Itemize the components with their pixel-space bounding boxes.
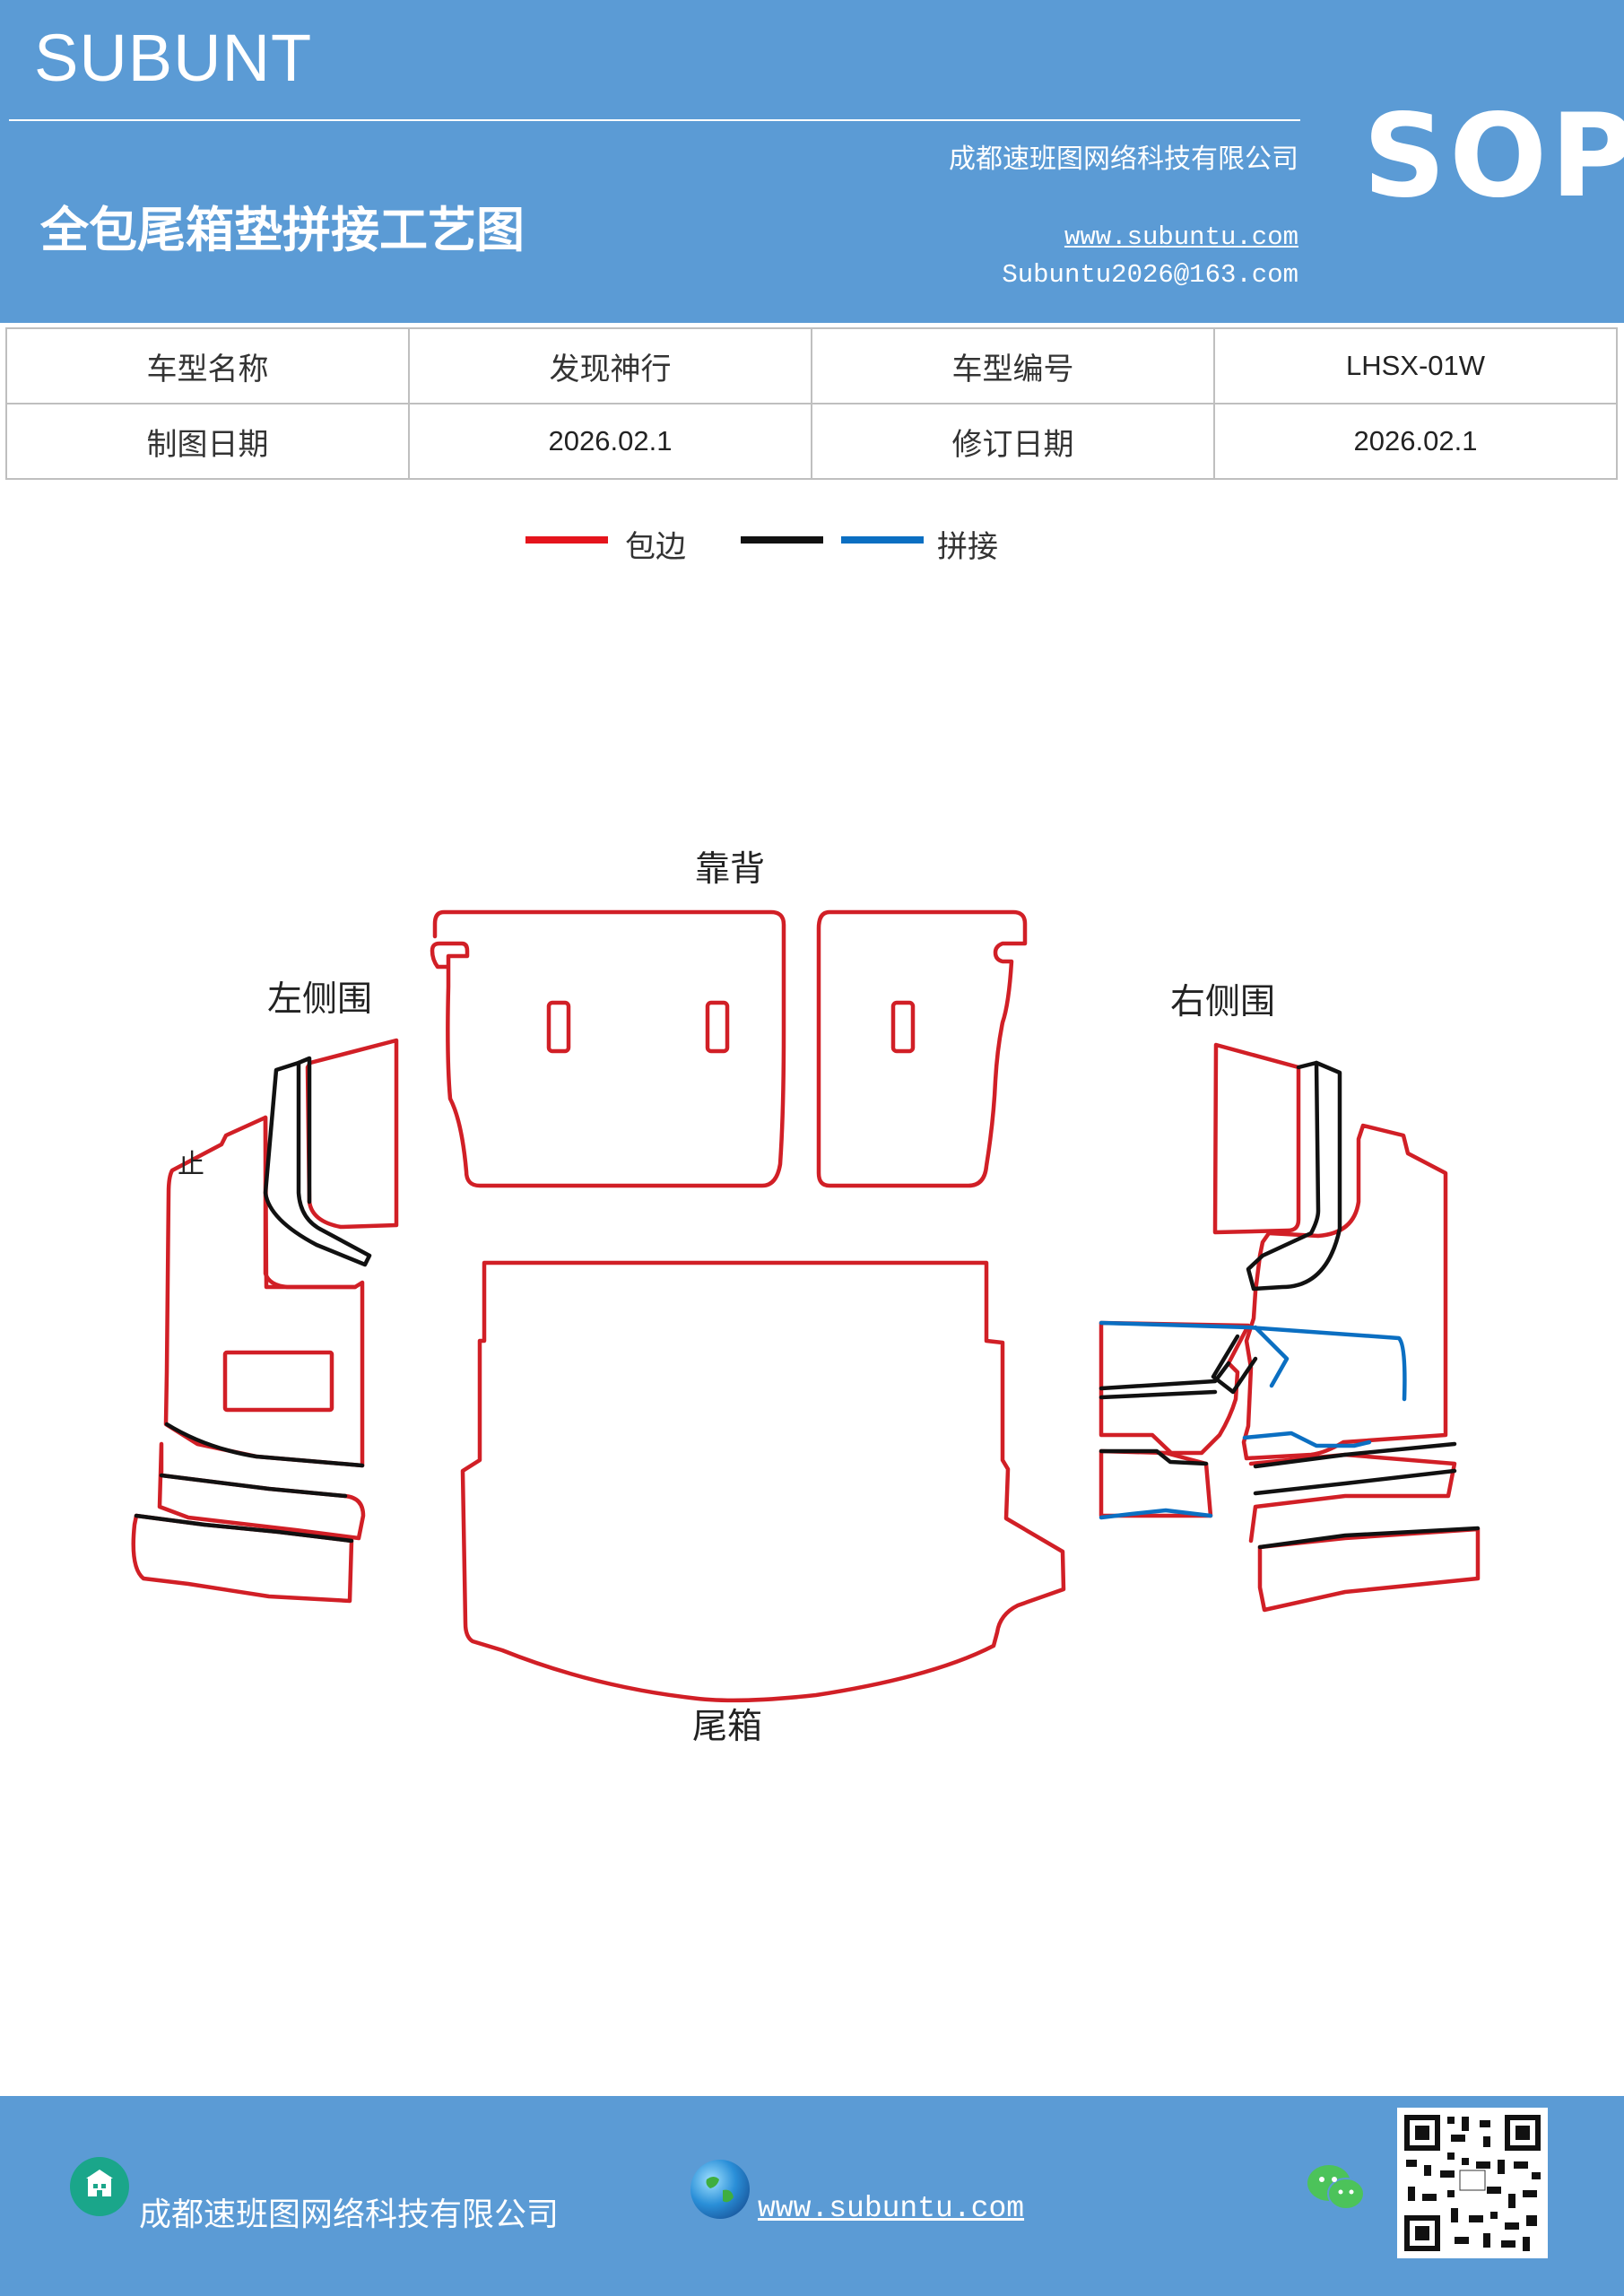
header-divider [9, 119, 1300, 121]
seam-black [1257, 1526, 1481, 1550]
table-row: 制图日期 2026.02.1 修订日期 2026.02.1 [5, 403, 1618, 480]
label-right-side: 右侧围 [1170, 982, 1275, 1022]
label-left-side: 左侧围 [267, 979, 372, 1020]
seam-blue [1242, 1431, 1372, 1448]
seam-black [263, 1060, 372, 1267]
seam-black [1099, 1389, 1218, 1400]
right-side-upper-strip [1212, 1042, 1301, 1235]
legend-swatch-edge [525, 536, 608, 544]
footer-company-name: 成都速班图网络科技有限公司 [139, 2196, 560, 2233]
right-side-small-piece [1099, 1448, 1213, 1518]
left-side-mid-strip [263, 1115, 358, 1290]
qr-code[interactable] [1397, 2108, 1548, 2258]
table-cell: 2026.02.1 [1213, 403, 1618, 480]
seam-black [1246, 1060, 1342, 1292]
brand-name: SUBUNT [34, 21, 313, 95]
seam-blue [1099, 1320, 1407, 1402]
seam-black [164, 1422, 365, 1468]
seam-black [296, 1056, 312, 1205]
company-name: 成都速班图网络科技有限公司 [949, 144, 1298, 175]
seam-black [1253, 1441, 1457, 1469]
vehicle-info-table: 车型名称 发现神行 车型编号 LHSX-01W 制图日期 2026.02.1 修… [5, 327, 1618, 480]
building-icon [70, 2157, 129, 2216]
left-side-bottom-strip [131, 1513, 354, 1604]
legend-swatch-seam-blue [841, 536, 924, 544]
trunk-floor-panel [460, 1260, 1066, 1703]
table-row: 车型名称 发现神行 车型编号 LHSX-01W [5, 327, 1618, 404]
document-title: 全包尾箱垫拼接工艺图 [40, 201, 525, 258]
label-backrest: 靠背 [695, 849, 765, 890]
legend-label-edge: 包边 [625, 529, 686, 565]
right-side-lower-strip [1248, 1452, 1457, 1544]
globe-icon [690, 2160, 750, 2219]
table-cell: LHSX-01W [1213, 327, 1618, 404]
backrest-slot [546, 1000, 571, 1054]
table-cell: 发现神行 [408, 327, 812, 404]
table-cell: 2026.02.1 [408, 403, 812, 480]
footer-website-link[interactable]: www.subuntu.com [758, 2192, 1025, 2225]
table-cell: 车型名称 [5, 327, 410, 404]
header-banner: SUBUNT 成都速班图网络科技有限公司 全包尾箱垫拼接工艺图 www.subu… [0, 0, 1624, 323]
right-side-bottom-strip [1257, 1526, 1481, 1613]
seam-blue [1253, 1325, 1290, 1388]
label-trunk: 尾箱 [692, 1707, 762, 1747]
legend-label-seam: 拼接 [937, 529, 998, 565]
seam-black [1211, 1334, 1258, 1395]
seam-black [1099, 1448, 1209, 1466]
right-side-left-piece [1099, 1320, 1251, 1456]
left-side-upper-strip [305, 1038, 399, 1230]
seam-black [1099, 1361, 1231, 1391]
backrest-slot [890, 1000, 916, 1054]
backrest-left-panel [430, 909, 786, 1188]
seam-black [134, 1513, 354, 1544]
seam-black [1253, 1468, 1457, 1496]
website-link[interactable]: www.subuntu.com [1064, 222, 1298, 252]
legend: 包边 拼接 [0, 527, 1624, 572]
seam-blue [1099, 1508, 1213, 1520]
table-cell: 修订日期 [811, 403, 1215, 480]
table-cell: 车型编号 [811, 327, 1215, 404]
right-side-panel [1241, 1123, 1448, 1461]
backrest-slot [705, 1000, 730, 1054]
email-address[interactable]: Subuntu2026@163.com [1002, 260, 1298, 290]
wechat-icon [1305, 2161, 1368, 2215]
backrest-right-panel [816, 909, 1028, 1188]
seam-black [1296, 1060, 1319, 1070]
label-stop-mark: 止 [178, 1149, 204, 1180]
legend-swatch-seam-black [741, 536, 823, 544]
trunk-mat-diagram: 靠背 左侧围 右侧围 尾箱 止 [131, 849, 1481, 1747]
table-cell: 制图日期 [5, 403, 410, 480]
seam-black [159, 1473, 348, 1499]
left-side-cutout [222, 1350, 334, 1413]
sop-badge: SOP [1363, 90, 1624, 223]
